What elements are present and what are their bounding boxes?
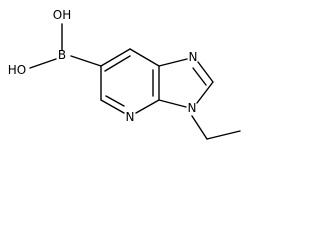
bond-c7-c7a [129, 48, 160, 67]
atom-nitrogen-imidazole-bottom: N [188, 101, 197, 115]
chemical-structure-diagram: B OH HO N N N [8, 8, 241, 140]
bond-n1-c2 [197, 61, 214, 83]
bond-b-c6 [70, 55, 102, 67]
bond-layer [29, 23, 241, 140]
bond-c6-c7-inner [104, 55, 131, 72]
bond-c2-n3 [196, 81, 214, 104]
bond-c3a-n4 [135, 99, 160, 114]
bond-c7a-n1 [158, 58, 188, 67]
bond-c6-c7 [100, 48, 131, 67]
atom-nitrogen-pyridine: N [126, 110, 135, 124]
bond-n4-c5-inner [105, 95, 125, 107]
atom-hydroxyl-top: OH [53, 8, 71, 22]
bond-n3-ch2 [191, 115, 208, 140]
atom-hydroxyl-left: HO [8, 63, 26, 77]
atom-boron: B [58, 48, 66, 62]
bond-n1-c2-inner [192, 67, 207, 86]
bond-n3-c3a [158, 99, 187, 108]
bond-ch2-ch3 [206, 130, 241, 140]
atom-nitrogen-imidazole-top: N [189, 50, 198, 64]
bond-b-oh-left [29, 58, 57, 69]
bond-n4-c5 [100, 99, 125, 114]
atom-label-layer: B OH HO N N N [8, 8, 198, 124]
